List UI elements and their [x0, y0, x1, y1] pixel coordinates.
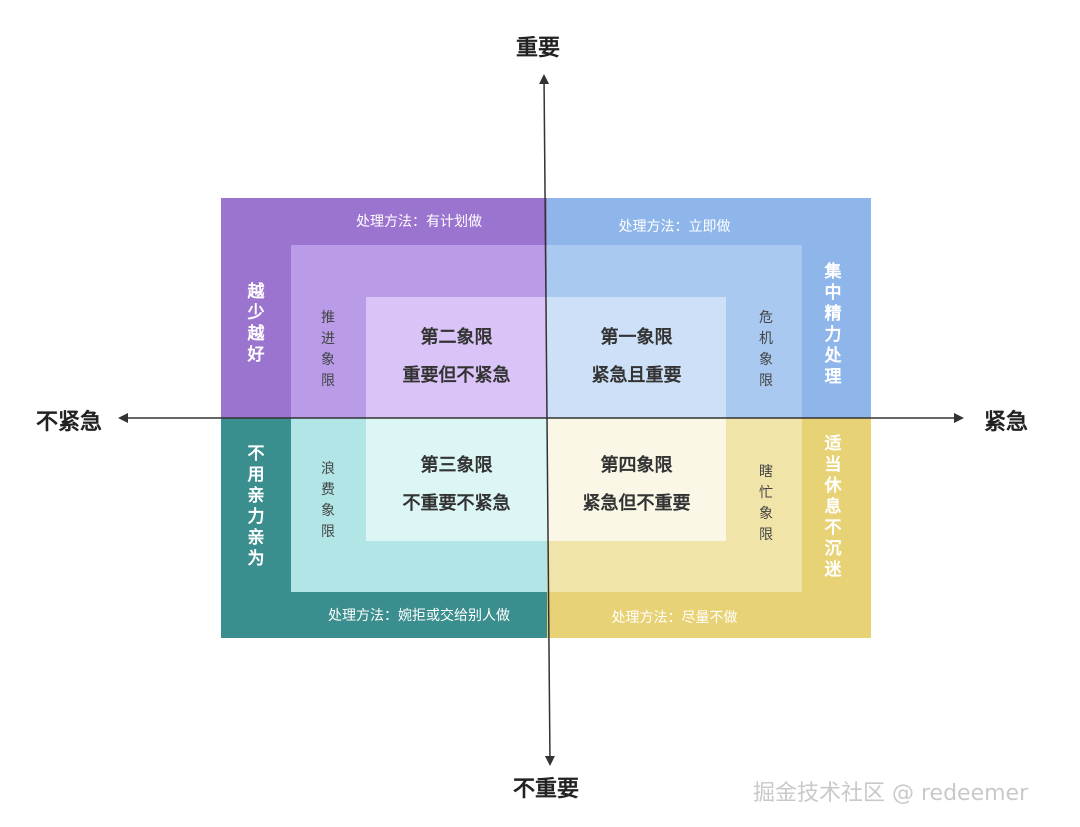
vertical-axis-up: [539, 74, 550, 419]
q4-subtitle: 紧急但不重要: [582, 493, 691, 514]
q1-method-text: 处理方法：立即做: [618, 219, 731, 235]
q1-subtitle: 紧急且重要: [591, 365, 682, 386]
q1-title: 第一象限: [600, 327, 673, 348]
q1-strategy-text: 集中精力处理: [824, 262, 842, 387]
q2-method-text: 处理方法：有计划做: [356, 214, 482, 230]
q2-subtitle: 重要但不紧急: [402, 365, 511, 386]
axis-label-not-important: 不重要: [513, 777, 580, 802]
q4-inner-region: [547, 418, 726, 541]
q3-subtitle: 不重要不紧急: [402, 493, 511, 514]
q3-strategy-text: 不用亲力亲为: [247, 444, 265, 569]
q2-strategy-text: 越少越好: [247, 282, 265, 365]
axis-label-important: 重要: [516, 36, 561, 61]
q2-mid-label: 推进象限: [321, 310, 335, 389]
q2-title: 第二象限: [420, 327, 493, 348]
q4-title: 第四象限: [600, 455, 673, 476]
watermark: 掘金技术社区 @ redeemer: [753, 781, 1029, 806]
axis-label-not-urgent: 不紧急: [36, 410, 103, 435]
q3-inner-region: [366, 418, 547, 541]
vertical-axis-down: [544, 417, 555, 766]
axis-label-urgent: 紧急: [984, 410, 1029, 435]
q3-method-text: 处理方法：婉拒或交给别人做: [328, 608, 510, 624]
q3-title: 第三象限: [420, 455, 493, 476]
q1-inner-region: [547, 297, 726, 418]
q1-mid-label: 危机象限: [759, 310, 773, 389]
q4-method-text: 处理方法：尽量不做: [611, 610, 738, 626]
q3-mid-label: 浪费象限: [321, 461, 335, 540]
q4-mid-label: 瞎忙象限: [759, 464, 773, 543]
q4-strategy-text: 适当休息不沉迷: [824, 434, 842, 580]
q2-inner-region: [366, 297, 547, 418]
